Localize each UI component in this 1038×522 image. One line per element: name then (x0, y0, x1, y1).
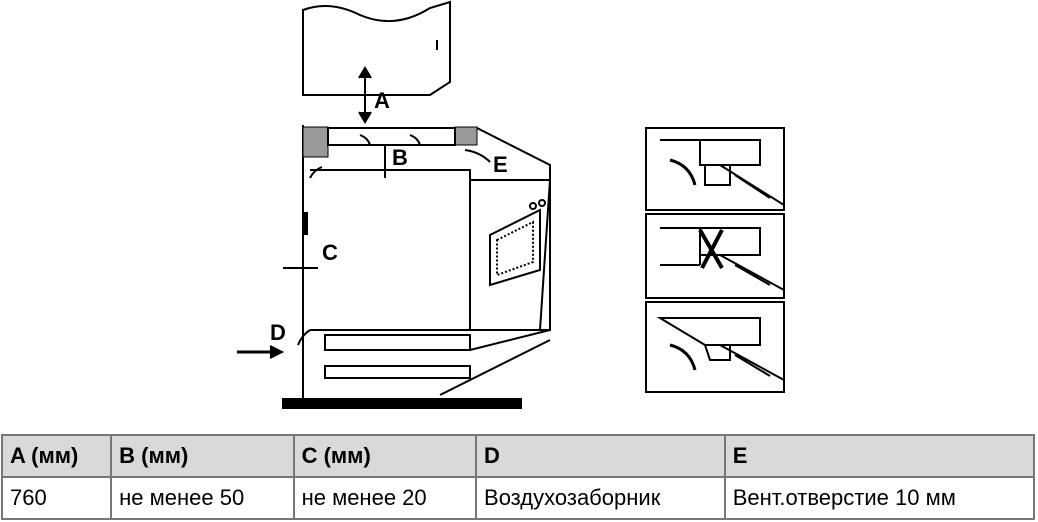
svg-text:C: C (322, 240, 338, 265)
header-b: B (мм) (110, 434, 295, 478)
table-row: 760 не менее 50 не менее 20 Воздухозабор… (0, 476, 1036, 520)
wall-cabinet (302, 0, 451, 96)
airflow-arrows (237, 134, 491, 359)
dimension-b: B (384, 145, 408, 178)
header-c: C (мм) (292, 434, 478, 478)
cell-e: Вент.отверстие 10 мм (723, 476, 1036, 520)
detail-panel-correct-1 (645, 127, 785, 211)
clearance-table: A (мм) B (мм) C (мм) D E 760 не менее 50… (0, 434, 1036, 520)
installation-diagram: A B C D E (237, 0, 785, 409)
svg-text:A: A (374, 88, 390, 113)
cell-c: не менее 20 (292, 476, 478, 520)
dimension-c: C (283, 240, 338, 269)
label-e: E (493, 152, 508, 177)
detail-panel-wrong (645, 213, 785, 299)
cell-a: 760 (0, 476, 113, 520)
svg-text:B: B (392, 145, 408, 170)
header-a: A (мм) (0, 434, 113, 478)
header-e: E (723, 434, 1036, 478)
cell-b: не менее 50 (110, 476, 295, 520)
table-header-row: A (мм) B (мм) C (мм) D E (0, 434, 1036, 478)
label-d: D (270, 320, 286, 345)
cell-d: Воздухозаборник (475, 476, 726, 520)
header-d: D (475, 434, 726, 478)
dimension-a: A (358, 66, 390, 124)
oven-unit (282, 125, 551, 409)
detail-panel-correct-2 (645, 301, 785, 393)
